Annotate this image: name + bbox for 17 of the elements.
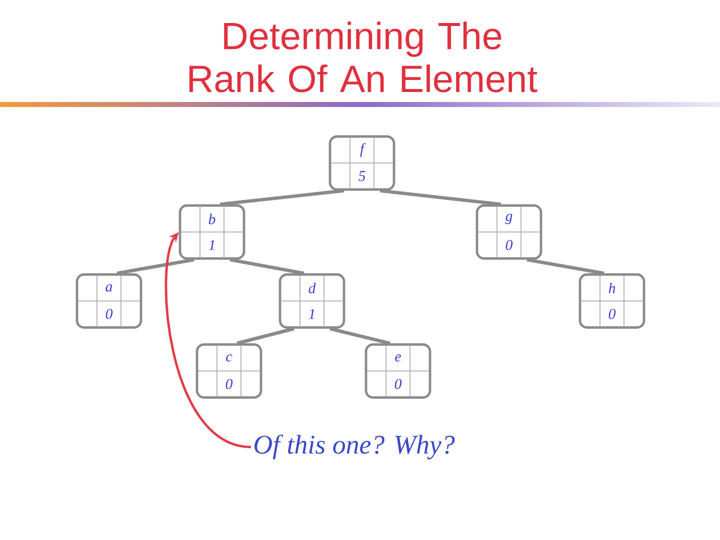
tree-node: c 0 [196,343,262,399]
title: Determining The Rank Of An Element [189,22,538,92]
tree-edge [380,189,502,206]
tree-edge [330,327,390,345]
tree-node: b 1 [178,204,246,260]
tree-node: e 0 [364,343,432,399]
tree-edge [116,258,194,275]
tree-edge [230,258,304,275]
tree-node: h 0 [578,273,646,329]
tree-node: d 1 [278,273,346,329]
question-text: Of this one? Why? [254,434,455,460]
tree-node: f 5 [328,135,396,191]
tree-edge [220,189,344,206]
tree-node: a 0 [76,273,142,329]
tree-edge [526,258,604,275]
tree-node: g 0 [476,204,542,260]
tree-edge [236,327,294,345]
